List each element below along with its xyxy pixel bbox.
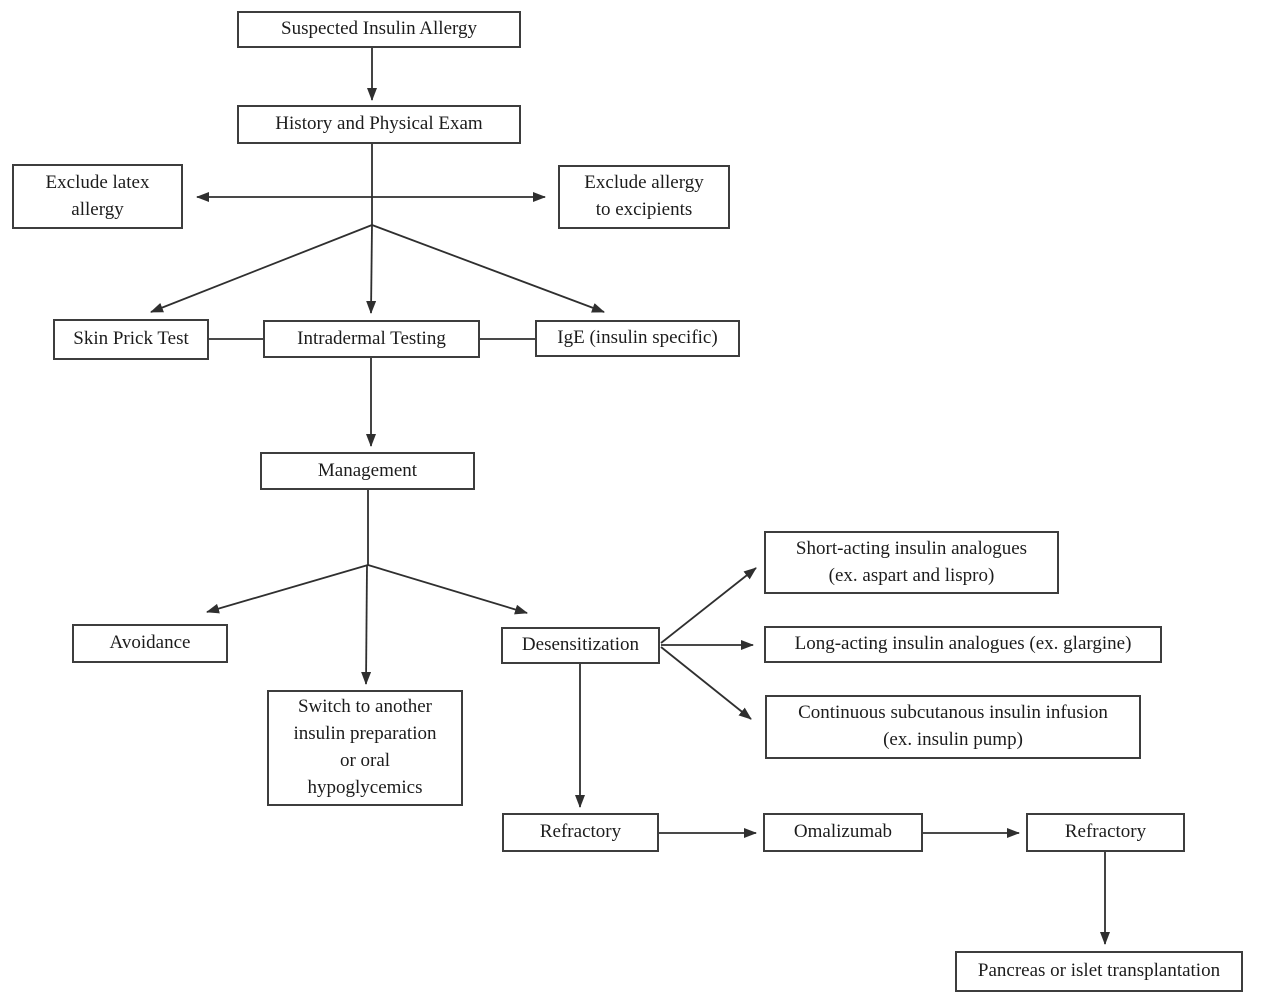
node-omalizumab: Omalizumab (763, 813, 923, 852)
edge-fork-to-avoidance (206, 564, 369, 614)
node-suspected-insulin-allergy: Suspected Insulin Allergy (237, 11, 521, 48)
edge-desensitization-to-short-acting (660, 567, 757, 644)
node-exclude-latex-allergy: Exclude latex allergy (12, 164, 183, 229)
node-avoidance: Avoidance (72, 624, 228, 663)
node-skin-prick-test: Skin Prick Test (53, 319, 209, 360)
node-intradermal-testing: Intradermal Testing (263, 320, 480, 358)
edge-fork-to-skin-prick (150, 224, 373, 313)
edge-fork-to-desensitization (367, 564, 528, 615)
edge-desensitization-to-continuous (660, 646, 752, 720)
node-refractory-1: Refractory (502, 813, 659, 852)
node-history-and-physical-exam: History and Physical Exam (237, 105, 521, 144)
node-ige-insulin-specific: IgE (insulin specific) (535, 320, 740, 357)
edge-fork-to-switch (361, 564, 372, 685)
node-long-acting-insulin-analogues: Long-acting insulin analogues (ex. glarg… (764, 626, 1162, 663)
node-management: Management (260, 452, 475, 490)
edge-fork-to-ige (371, 224, 605, 313)
edge-fork-to-intradermal (366, 224, 377, 314)
node-pancreas-or-islet-transplantation: Pancreas or islet transplantation (955, 951, 1243, 992)
node-continuous-subcutaneous-insulin-infusion: Continuous subcutanous insulin infusion … (765, 695, 1141, 759)
node-exclude-allergy-to-excipients: Exclude allergy to excipients (558, 165, 730, 229)
node-desensitization: Desensitization (501, 627, 660, 664)
node-refractory-2: Refractory (1026, 813, 1185, 852)
node-switch-insulin-preparation: Switch to another insulin preparation or… (267, 690, 463, 806)
node-short-acting-insulin-analogues: Short-acting insulin analogues (ex. aspa… (764, 531, 1059, 594)
